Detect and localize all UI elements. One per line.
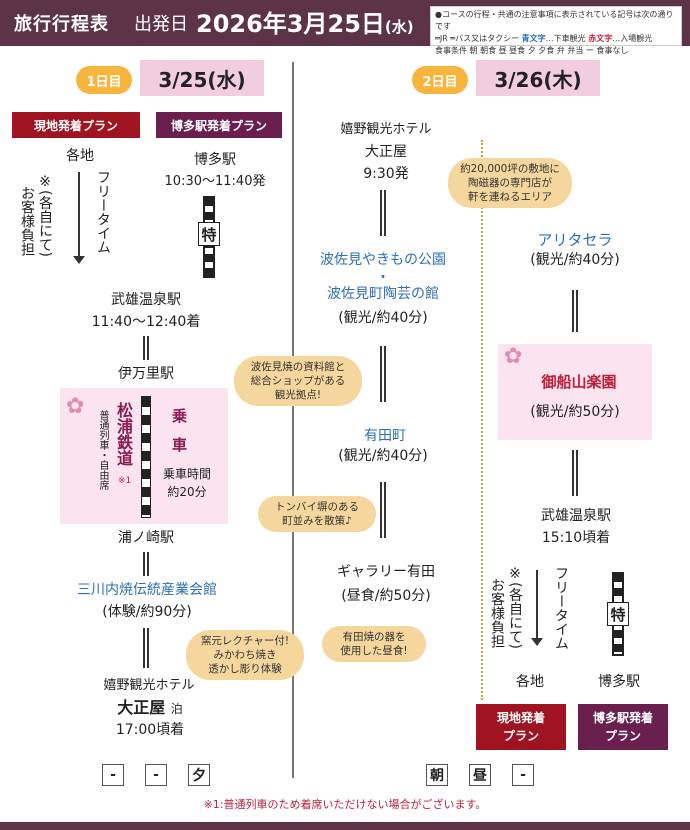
day1-date: 3/25(水) <box>140 60 264 96</box>
legend-note: ●コースの行程・共通の注意事項に表示されている記号は次の通りです <box>435 10 674 31</box>
sakura-icon: ✿ <box>66 394 85 419</box>
hasami-dot: ・ <box>376 270 390 286</box>
day1-meal-dinner: 夕 <box>188 764 210 786</box>
bus-line-4 <box>380 346 386 402</box>
sakura-icon-2: ✿ <box>504 344 523 369</box>
day2-free-time: フリータイム <box>553 566 569 650</box>
lunch-bubble: 有田焼の器を 使用した昼食! <box>322 626 426 662</box>
hasami-museum: 波佐見町陶芸の館 <box>327 286 439 302</box>
mifuneyama-box <box>498 344 652 440</box>
day1-hakata: 博多駅 <box>194 152 236 168</box>
day2-hotel: 大正屋 <box>365 144 407 160</box>
matsuura-name: 松浦鉄道 <box>114 402 133 466</box>
day2-plan-local: 現地発着 プラン <box>476 704 566 750</box>
day2-arrow-line <box>536 570 538 640</box>
branch-dotted-line <box>481 140 483 700</box>
down-arrow-icon <box>73 256 85 264</box>
footnote: ※1:普通列車のため着席いただけない場合がございます。 <box>203 798 487 811</box>
day1-hotel-time: 17:00頃着 <box>115 722 185 738</box>
plan-local-label: 現地発着プラン <box>12 112 140 138</box>
local-train-track <box>141 396 151 518</box>
mifuneyama: 御船山楽園 <box>541 373 617 391</box>
day1-hakata-time: 10:30〜11:40発 <box>164 174 266 189</box>
matsuura-subtext: 普通列車・自由席 <box>97 410 108 490</box>
ride-label: 乗車 <box>170 408 188 466</box>
day2-meal-dinner: - <box>512 764 534 786</box>
day2-note-2: お客様負担 <box>489 578 505 648</box>
bus-line-7 <box>572 450 578 496</box>
day2-hakata: 博多駅 <box>598 674 640 690</box>
day2-kakuchi: 各地 <box>516 674 544 690</box>
legend-box: ●コースの行程・共通の注意事項に表示されている記号は次の通りです ═JR ═バス… <box>430 6 682 55</box>
day2-meal-lunch: 昼 <box>469 764 491 786</box>
bus-line-2 <box>143 628 149 668</box>
legend-symbols: ═JR ═バス又はタクシー 青文字…下車観光 赤文字…入場観光 <box>435 34 653 43</box>
gallery-arita: ギャラリー有田 <box>337 564 435 580</box>
day1-note-2: お客様負担 <box>19 186 35 256</box>
kiln-bubble: 窯元レクチャー付! みかわち焼き 透かし彫り体験 <box>186 630 304 680</box>
day1-takeo: 武雄温泉駅 <box>111 292 181 308</box>
footer-bar <box>0 822 690 830</box>
area-bubble: 約20,000坪の敷地に 陶磁器の専門店が 軒を連ねるエリア <box>448 158 572 208</box>
day1-imari: 伊万里駅 <box>118 366 174 382</box>
hasami-park: 波佐見やきもの公園 <box>320 252 446 268</box>
day1-note-1: ※(各自にて) <box>37 174 53 257</box>
departure-date: 2026年3月25日(水) <box>196 10 414 38</box>
day2-badge: 2日目 <box>412 66 468 94</box>
itinerary-title: 旅行行程表 <box>14 14 109 35</box>
day2-takeo-time: 15:10頃着 <box>541 530 611 546</box>
hasami-bubble: 波佐見焼の資料館と 総合ショップがある 観光拠点! <box>234 356 362 406</box>
arita-duration: (観光/約40分) <box>338 448 428 464</box>
limited-express-badge-2: 特 <box>607 602 629 626</box>
day2-date: 3/26(木) <box>476 60 600 96</box>
bus-line-5 <box>380 482 386 538</box>
day1-meal-lunch: - <box>145 764 167 786</box>
bus-line-6 <box>572 290 578 332</box>
aritasera: アリタセラ <box>537 231 613 249</box>
gallery-duration: (昼食/約50分) <box>341 588 431 604</box>
day1-hotel: 大正屋 泊 <box>117 698 183 717</box>
day1-hotel-area: 嬉野観光ホテル <box>103 678 195 693</box>
jr-line <box>143 336 149 360</box>
down-arrow-icon-2 <box>531 638 543 646</box>
bus-line <box>143 552 149 576</box>
aritasera-duration: (観光/約40分) <box>530 252 620 268</box>
ride-time-label: 乗車時間 <box>162 467 211 481</box>
mikawachi-museum: 三川内焼伝統産業会館 <box>77 582 217 598</box>
departure-label: 出発日 <box>134 14 188 35</box>
day-divider <box>292 62 294 778</box>
day2-depart: 9:30発 <box>363 166 409 182</box>
day2-plan-hakata: 博多駅発着 プラン <box>578 704 668 750</box>
day1-kakuchi: 各地 <box>66 148 94 164</box>
day2-takeo: 武雄温泉駅 <box>541 508 611 524</box>
matsuura-note: ※1 <box>118 476 132 486</box>
mikawachi-duration: (体験/約90分) <box>102 604 192 620</box>
day1-badge: 1日目 <box>76 66 132 94</box>
day1-uranosaki: 浦ノ崎駅 <box>118 530 174 546</box>
legend-meals: 食事条件 朝 朝食 昼 昼食 夕 夕食 弁 弁当 ー 食事なし <box>435 46 629 55</box>
ride-duration: 約20分 <box>167 485 207 499</box>
day1-arrow-line <box>78 172 80 258</box>
arita-town: 有田町 <box>364 428 406 444</box>
day2-meal-breakfast: 朝 <box>426 764 448 786</box>
mifuneyama-duration: (観光/約50分) <box>530 404 620 420</box>
day2-note-1: ※(各自にて) <box>507 566 523 649</box>
day2-hotel-area: 嬉野観光ホテル <box>340 122 432 137</box>
bus-line-3 <box>380 190 386 236</box>
day1-meal-breakfast: - <box>102 764 124 786</box>
hasami-duration: (観光/約40分) <box>338 310 428 326</box>
limited-express-badge: 特 <box>198 222 220 246</box>
day1-free-time: フリータイム <box>95 170 111 254</box>
tonbai-bubble: トンバイ塀のある 町並みを散策♪ <box>258 496 376 532</box>
plan-hakata-label: 博多駅発着プラン <box>156 112 282 138</box>
day1-takeo-time: 11:40〜12:40着 <box>91 314 201 330</box>
